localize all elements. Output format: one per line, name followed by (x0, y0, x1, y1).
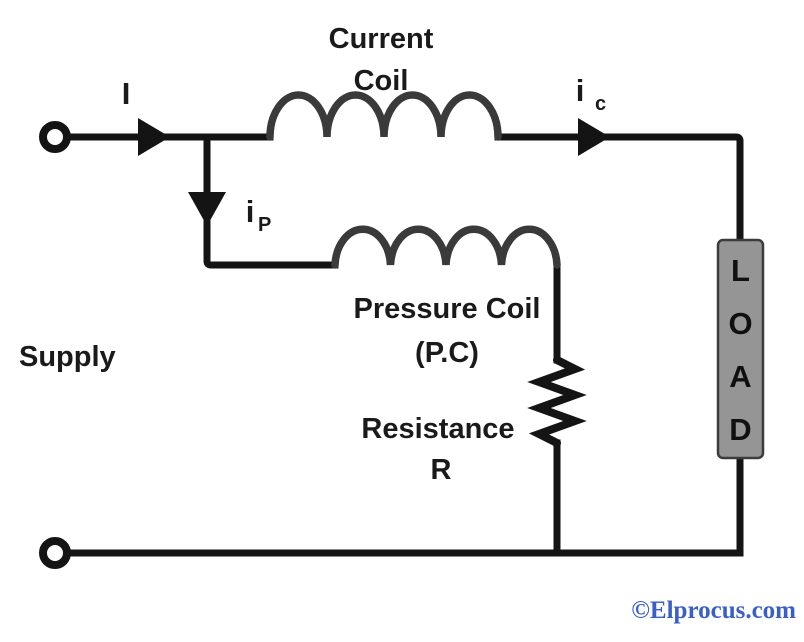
supply-label: Supply (19, 341, 116, 373)
supply-terminal-bottom-icon (39, 537, 71, 569)
pressure-coil-icon (331, 225, 561, 269)
pressure-current-label: i (246, 194, 255, 229)
arrow-supply-current-icon (138, 118, 170, 156)
watermark: ©Elprocus.com (631, 597, 796, 624)
supply-terminal-top-icon (39, 121, 71, 153)
pressure-current-subscript: P (258, 214, 271, 236)
resistor-icon (527, 356, 587, 447)
resistance-label-line1: Resistance (361, 413, 514, 445)
coil-current-label: i (576, 73, 585, 108)
load-letter-d: D (729, 412, 751, 447)
pressure-coil-label-line2: (P.C) (415, 337, 479, 369)
load-box (716, 238, 765, 460)
wire-pressure-branch (203, 133, 339, 269)
load-letter-l: L (731, 253, 750, 288)
coil-current-subscript: c (595, 93, 606, 115)
current-coil-icon (266, 91, 502, 141)
wire-top-right-and-down (494, 133, 744, 244)
current-coil-label-line2: Coil (354, 65, 409, 97)
load-letter-o: O (728, 306, 752, 341)
current-coil-label-line1: Current (329, 23, 434, 55)
supply-current-label: I (122, 76, 131, 111)
load-letter-a: A (729, 359, 751, 394)
arrow-coil-current-icon (578, 118, 610, 156)
resistance-label-line2: R (431, 454, 452, 486)
pressure-coil-label-line1: Pressure Coil (354, 293, 541, 325)
arrow-pressure-current-icon (188, 192, 226, 226)
